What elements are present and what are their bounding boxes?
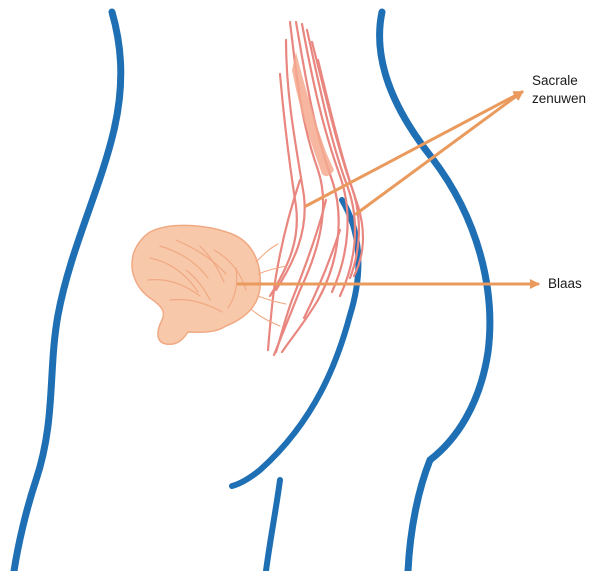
label-sacral-nerves-line2: zenuwen (532, 90, 586, 108)
sacral-nerves (268, 22, 363, 355)
label-bladder: Blaas (548, 275, 582, 293)
body-outline-back (380, 12, 490, 571)
body-outline-front (14, 12, 121, 571)
arrow-sacral-nerves-1 (306, 92, 522, 206)
thigh-outline (266, 480, 280, 571)
arrow-sacral-nerves-2 (356, 92, 522, 214)
arrows-sacral-nerves (306, 92, 522, 214)
label-sacral-nerves-line1: Sacrale (532, 72, 578, 90)
